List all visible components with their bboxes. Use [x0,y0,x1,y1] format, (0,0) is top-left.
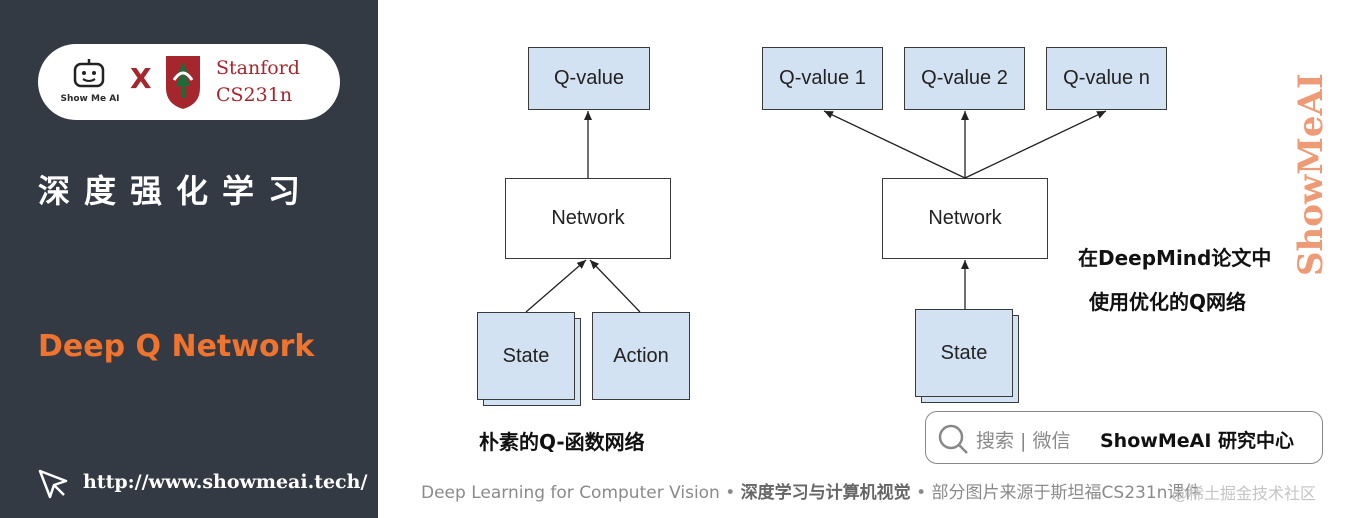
search-label: 搜索 | 微信 [976,430,1071,452]
right-output-node-1: Q-value 1 [762,47,883,110]
search-brand: ShowMeAI 研究中心 [1100,430,1294,452]
site-url-link[interactable]: http://www.showmeai.tech/ [83,471,368,493]
right-caption-line2: 使用优化的Q网络 [1089,290,1247,314]
watermark-text: ShowMeAI [1291,73,1330,276]
course-title: 深度强化学习 [38,172,315,210]
cursor-click-icon [38,469,68,499]
right-output-node-n: Q-value n [1046,47,1167,110]
footer-separator: • [719,483,741,503]
stanford-label: Stanford [216,57,300,79]
footer-course: Deep Learning for Computer Vision [421,483,720,503]
left-state-node: State [477,312,575,400]
right-network-node: Network [882,178,1048,259]
sidebar: Show Me AI X Stanford CS231n 深度强化学习 Deep… [0,0,378,518]
search-icon [938,424,968,454]
collab-x-mark: X [130,62,152,95]
left-action-node: Action [592,312,690,400]
footer-course-cn: 深度学习与计算机视觉 [740,483,911,503]
logo-banner: Show Me AI X Stanford CS231n [38,44,340,120]
robot-logo-icon [73,59,105,88]
wechat-search-box: 搜索 | 微信 ShowMeAI 研究中心 [925,411,1323,464]
footer-source: 部分图片来源于斯坦福CS231n课件 [931,483,1202,503]
showmeai-watermark: ShowMeAI [1291,73,1330,276]
stanford-seal-icon [166,56,200,109]
juejin-watermark: @稀土掘金技术社区 [1172,484,1317,503]
right-caption-line1: 在DeepMind论文中 [1078,246,1272,270]
lecture-title: Deep Q Network [38,329,315,364]
left-output-node: Q-value [528,47,650,110]
left-network-node: Network [505,178,671,259]
brand-small-label: Show Me AI [60,94,120,104]
footer-credits: Deep Learning for Computer Vision • 深度学习… [421,478,1201,503]
left-diagram-caption: 朴素的Q-函数网络 [479,430,645,454]
footer-separator: • [910,483,932,503]
right-output-node-2: Q-value 2 [904,47,1025,110]
right-state-node: State [915,309,1013,397]
course-code-label: CS231n [216,84,293,106]
